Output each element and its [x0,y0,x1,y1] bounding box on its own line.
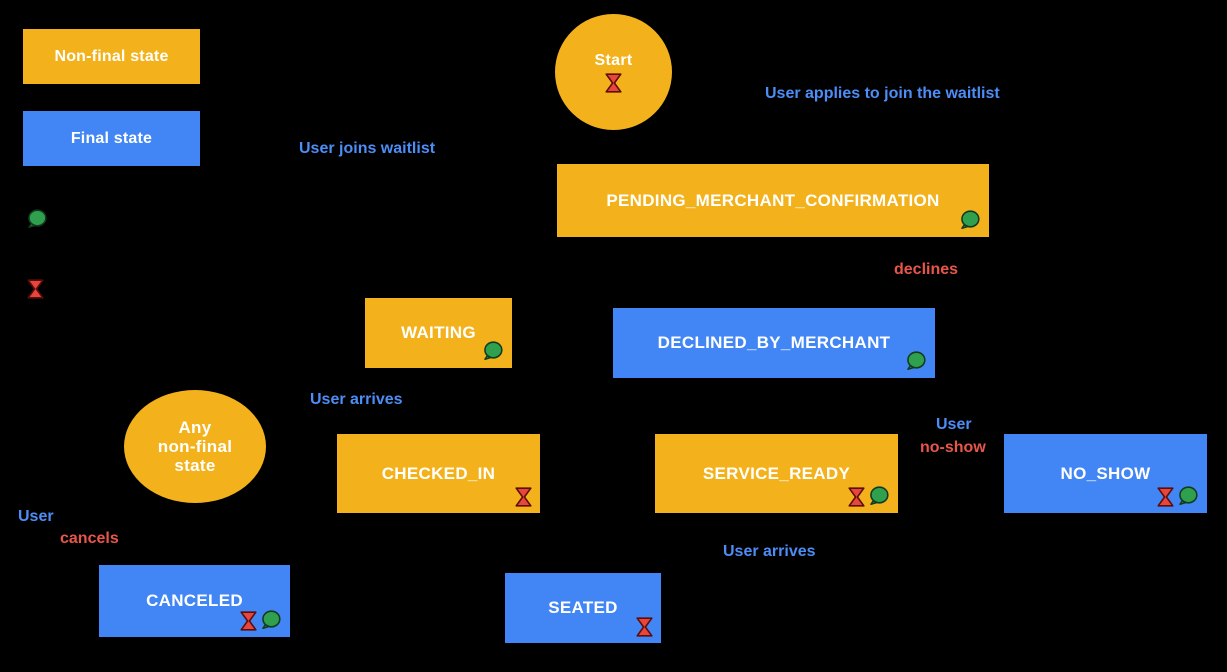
legend-non-final-state: Non-final state [23,29,200,84]
state-any-non-final: Any non-final state [124,390,266,503]
legend-non-final-label: Non-final state [54,47,169,65]
chat-bubble-icon [484,341,503,360]
state-icons [905,350,927,372]
state-canceled: CANCELED [99,565,290,637]
state-label: WAITING [401,323,476,342]
state-icons [1157,485,1199,507]
chat-bubble-icon [28,209,47,228]
state-icons [848,485,890,507]
state-label: SERVICE_READY [702,463,851,483]
edge-label-user-arrives-seated: User arrives [723,543,816,560]
hourglass-icon [240,611,257,631]
state-label: SEATED [548,598,618,617]
edge-label-declines: declines [894,261,959,278]
state-label: CANCELED [146,591,243,610]
chat-bubble-icon [262,610,281,629]
state-label: CHECKED_IN [381,463,496,483]
state-icons [636,617,653,637]
chat-bubble-icon [1179,486,1198,505]
state-seated: SEATED [505,573,661,643]
hourglass-icon [515,487,532,507]
state-waiting: WAITING [365,298,512,368]
legend-final-label: Final state [70,129,153,147]
state-label: NO_SHOW [1060,463,1151,483]
chat-bubble-icon [907,351,926,370]
chat-bubble-icon [961,210,980,229]
state-pending-merchant-confirmation: PENDING_MERCHANT_CONFIRMATION [557,164,989,237]
state-icons [515,487,532,507]
state-label: DECLINED_BY_MERCHANT [657,333,891,352]
state-icons [959,209,981,231]
hourglass-icon [27,279,44,299]
legend-hourglass-icon-wrap [27,279,44,304]
state-checked-in: CHECKED_IN [337,434,540,513]
state-no-show: NO_SHOW [1004,434,1207,513]
hourglass-icon [636,617,653,637]
hourglass-icon [848,487,865,507]
edge-label-noshow-action: no-show [920,439,986,456]
hourglass-icon [1157,487,1174,507]
state-label: PENDING_MERCHANT_CONFIRMATION [606,190,940,210]
state-service-ready: SERVICE_READY [655,434,898,513]
state-icons [482,340,504,362]
edge-label-user-arrives-checkin: User arrives [310,391,403,408]
edge-label-cancel-action: cancels [60,530,119,547]
edge-label-noshow-user: User [936,416,972,433]
state-label: Any non-final state [157,418,233,475]
edge-label-user-applies: User applies to join the waitlist [765,85,1000,102]
chat-bubble-icon [870,486,889,505]
start-state: Start [555,14,672,130]
state-declined-by-merchant: DECLINED_BY_MERCHANT [613,308,935,378]
edge-label-user-joins: User joins waitlist [299,140,436,157]
legend-final-state: Final state [23,111,200,166]
state-icons [240,609,282,631]
edge-label-cancel-user: User [18,508,54,525]
start-label: Start [594,51,633,69]
legend-chat-bubble-icon-wrap [26,208,48,235]
hourglass-icon [605,72,622,93]
